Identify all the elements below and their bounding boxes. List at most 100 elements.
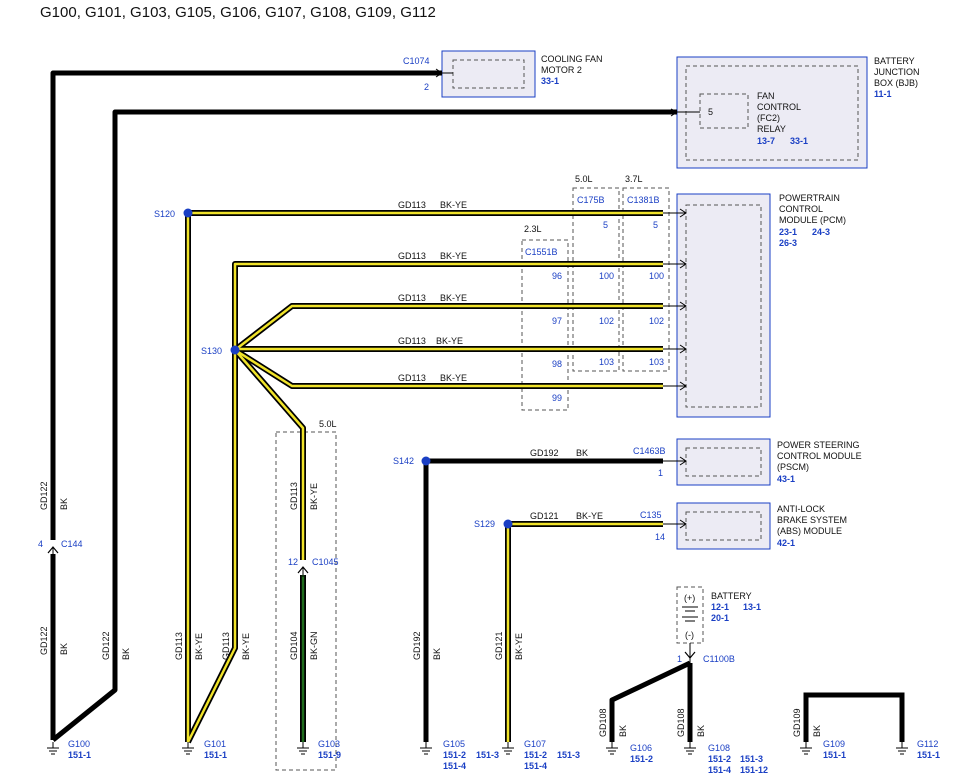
svg-text:151-2: 151-2 (630, 754, 653, 764)
svg-text:POWERTRAIN: POWERTRAIN (779, 193, 840, 203)
svg-text:102: 102 (599, 316, 614, 326)
svg-text:GD122: GD122 (39, 626, 49, 655)
inline-connector-c144: 4 C144 (38, 539, 83, 560)
svg-text:CONTROL: CONTROL (779, 204, 823, 214)
svg-text:5: 5 (603, 220, 608, 230)
splice-points: S120 S130 S142 S129 (154, 208, 513, 529)
svg-text:(ABS) MODULE: (ABS) MODULE (777, 526, 842, 536)
svg-text:(PSCM): (PSCM) (777, 462, 809, 472)
power-steering-control-module: POWER STEERING CONTROL MODULE (PSCM) 43-… (633, 438, 862, 486)
ground-g108: G108 151-2 151-3 151-4 151-12 (683, 741, 768, 775)
ground-g101: G101 151-1 (181, 739, 227, 760)
connector-c1074: C1074 (403, 56, 430, 66)
wire-labels-horizontal: GD113 BK-YE GD113 BK-YE GD113 BK-YE GD11… (398, 200, 603, 521)
powertrain-control-module: POWERTRAIN CONTROL MODULE (PCM) 23-1 24-… (676, 193, 846, 418)
svg-text:151-9: 151-9 (318, 750, 341, 760)
svg-text:GD109: GD109 (792, 708, 802, 737)
svg-text:BK-YE: BK-YE (440, 373, 467, 383)
svg-text:BK: BK (696, 725, 706, 737)
svg-text:3.7L: 3.7L (625, 174, 643, 184)
svg-text:12: 12 (288, 557, 298, 567)
svg-text:C144: C144 (61, 539, 83, 549)
svg-text:JUNCTION: JUNCTION (874, 67, 920, 77)
battery-connector-c1100b (684, 651, 696, 659)
svg-text:151-3: 151-3 (476, 750, 499, 760)
connector-c1100b: C1100B (703, 654, 735, 664)
ground-g112: G112 151-1 (895, 739, 940, 760)
svg-text:CONTROL MODULE: CONTROL MODULE (777, 451, 862, 461)
svg-text:BK: BK (618, 725, 628, 737)
svg-text:C175B: C175B (577, 195, 605, 205)
svg-text:GD113: GD113 (398, 336, 426, 346)
svg-text:C1045: C1045 (312, 557, 339, 567)
page-title: G100, G101, G103, G105, G106, G107, G108… (40, 4, 436, 21)
svg-text:BK-YE: BK-YE (440, 251, 467, 261)
svg-text:(-): (-) (685, 630, 694, 640)
svg-text:33-1: 33-1 (790, 136, 808, 146)
svg-text:13-7: 13-7 (757, 136, 775, 146)
svg-text:14: 14 (655, 532, 665, 542)
anti-lock-brake-system-module: ANTI-LOCK BRAKE SYSTEM (ABS) MODULE 42-1… (640, 502, 847, 550)
svg-text:G101: G101 (204, 739, 226, 749)
svg-text:POWER STEERING: POWER STEERING (777, 440, 860, 450)
svg-text:151-1: 151-1 (68, 750, 91, 760)
svg-text:BK-YE: BK-YE (440, 293, 467, 303)
svg-text:151-4: 151-4 (708, 765, 731, 775)
svg-text:GD113: GD113 (221, 632, 231, 660)
wire-gd192 (423, 458, 663, 742)
svg-text:151-1: 151-1 (204, 750, 227, 760)
svg-text:GD108: GD108 (598, 708, 608, 737)
svg-text:GD113: GD113 (398, 251, 426, 261)
svg-text:151-4: 151-4 (443, 761, 466, 771)
svg-text:GD113: GD113 (398, 373, 426, 383)
svg-text:(+): (+) (684, 593, 695, 603)
svg-text:13-1: 13-1 (743, 602, 761, 612)
svg-text:BK-YE: BK-YE (194, 633, 204, 660)
cooling-fan-motor-2: COOLING FAN MOTOR 2 33-1 C1074 2 (403, 50, 603, 98)
splice-s129: S129 (474, 519, 495, 529)
svg-text:C1551B: C1551B (525, 247, 558, 257)
svg-text:BK-YE: BK-YE (514, 633, 524, 660)
svg-text:BK-YE: BK-YE (241, 633, 251, 660)
svg-text:BK: BK (432, 648, 442, 660)
svg-text:100: 100 (649, 271, 664, 281)
svg-text:151-2: 151-2 (708, 754, 731, 764)
svg-text:103: 103 (599, 357, 614, 367)
svg-text:BK: BK (121, 648, 131, 660)
svg-text:102: 102 (649, 316, 664, 326)
svg-text:5.0L: 5.0L (319, 419, 337, 429)
svg-text:99: 99 (552, 393, 562, 403)
svg-text:GD121: GD121 (494, 631, 504, 660)
splice-s130: S130 (201, 346, 222, 356)
wire-gd122 (50, 70, 677, 742)
svg-text:GD108: GD108 (676, 708, 686, 737)
svg-text:151-4: 151-4 (524, 761, 547, 771)
svg-text:ANTI-LOCK: ANTI-LOCK (777, 504, 825, 514)
svg-text:BK: BK (812, 725, 822, 737)
svg-text:2.3L: 2.3L (524, 224, 542, 234)
ground-g105: G105 151-2 151-3 151-4 (419, 739, 499, 771)
svg-text:24-3: 24-3 (812, 227, 830, 237)
svg-text:4: 4 (38, 539, 43, 549)
svg-text:GD113: GD113 (289, 482, 299, 510)
svg-text:5: 5 (708, 107, 713, 117)
svg-text:GD122: GD122 (101, 631, 111, 660)
svg-text:BK-YE: BK-YE (576, 511, 603, 521)
wire-gd108 (609, 660, 693, 742)
svg-text:23-1: 23-1 (779, 227, 797, 237)
inline-connector-c1045: 12 C1045 (288, 557, 339, 577)
svg-text:G100: G100 (68, 739, 90, 749)
svg-text:1: 1 (677, 654, 682, 664)
wire-labels-vertical: GD122 BK GD122 BK GD122 BK GD113 BK-YE G… (39, 481, 822, 737)
svg-text:BATTERY: BATTERY (711, 591, 752, 601)
svg-text:G109: G109 (823, 739, 845, 749)
svg-text:151-2: 151-2 (443, 750, 466, 760)
ground-g109: G109 151-1 (799, 739, 846, 760)
connector-arrows (435, 68, 687, 529)
svg-text:GD122: GD122 (39, 481, 49, 510)
svg-text:2: 2 (424, 82, 429, 92)
svg-text:151-12: 151-12 (740, 765, 768, 775)
svg-text:G103: G103 (318, 739, 340, 749)
svg-text:(FC2): (FC2) (757, 113, 780, 123)
connector-c1381b: 3.7L C1381B 5 100 102 103 (622, 174, 670, 372)
